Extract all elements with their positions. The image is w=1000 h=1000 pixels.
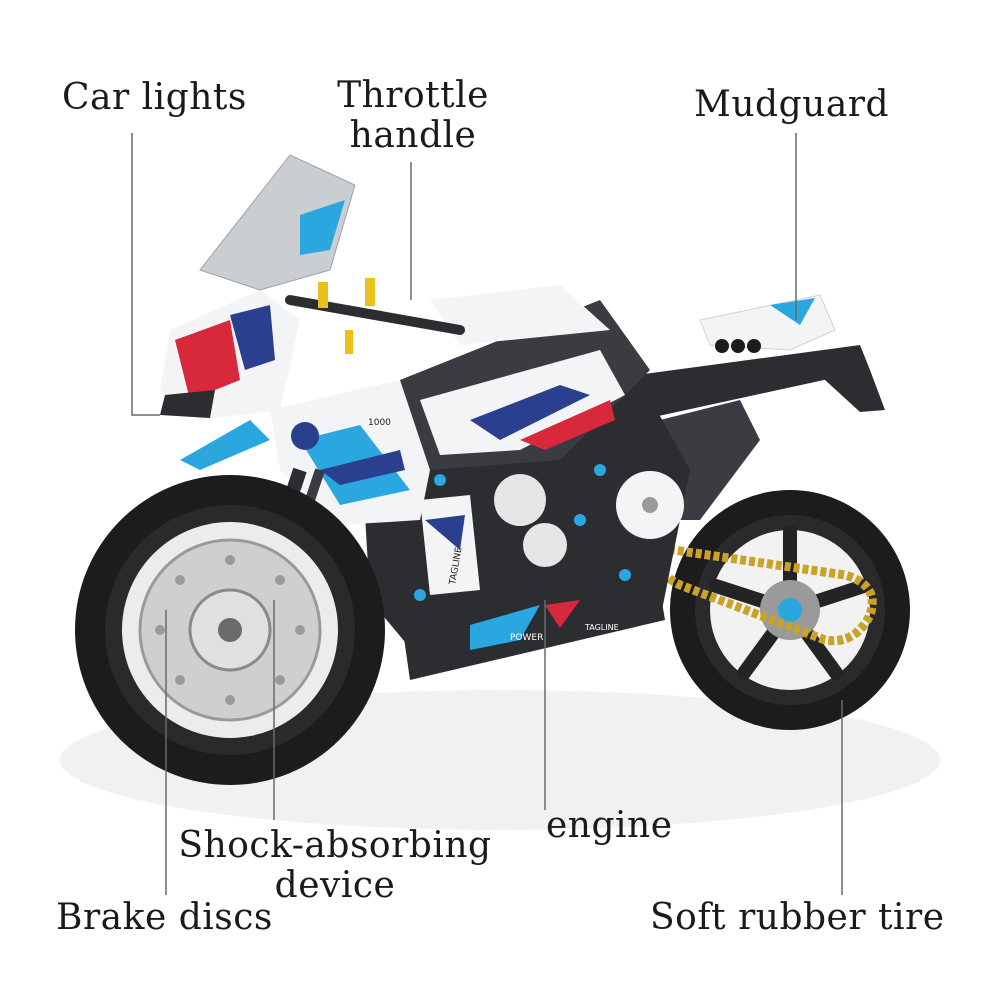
belly-pan: POWER TAGLINE bbox=[400, 590, 665, 680]
model-number-decal: 1000 bbox=[368, 418, 391, 428]
rear-frame bbox=[600, 345, 870, 420]
label-brake-discs: Brake discs bbox=[56, 897, 273, 938]
label-throttle-line1: Throttle bbox=[337, 75, 489, 116]
front-wheel bbox=[75, 475, 385, 785]
headlight bbox=[160, 390, 215, 418]
mudguard-part bbox=[699, 294, 885, 412]
power-decal: POWER bbox=[510, 633, 543, 643]
windscreen bbox=[199, 154, 356, 291]
fairing bbox=[400, 285, 650, 470]
leader-lines bbox=[131, 133, 843, 895]
handlebar bbox=[285, 278, 465, 354]
label-shock-line1: Shock-absorbing bbox=[178, 825, 492, 866]
label-mudguard: Mudguard bbox=[694, 84, 890, 125]
label-shock-line2: device bbox=[274, 865, 396, 906]
front-cowl bbox=[160, 154, 356, 470]
label-throttle-line2: handle bbox=[349, 115, 477, 156]
rear-wheel bbox=[670, 490, 910, 730]
label-car-lights: Car lights bbox=[62, 77, 247, 118]
label-throttle-handle: Throttle handle bbox=[328, 76, 498, 156]
leader-car-lights bbox=[131, 133, 160, 416]
label-soft-rubber-tire: Soft rubber tire bbox=[650, 897, 945, 938]
drive-chain bbox=[653, 543, 877, 646]
label-shock-absorbing: Shock-absorbing device bbox=[160, 826, 510, 906]
brand-decal-belly: TAGLINE bbox=[584, 623, 619, 632]
label-engine: engine bbox=[546, 805, 673, 846]
